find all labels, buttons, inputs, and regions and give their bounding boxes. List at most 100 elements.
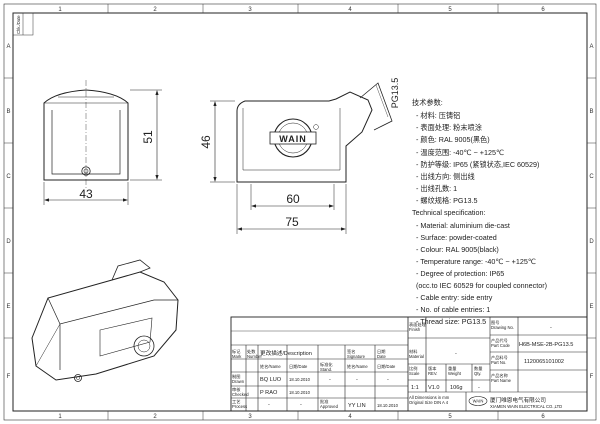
grid-row-f-right: F <box>590 374 594 380</box>
tb-part-no-value: 1120065101002 <box>524 359 564 365</box>
grid-col-5-bottom: 5 <box>448 414 452 420</box>
grid-columns-top: 1 2 3 4 5 6 <box>58 7 545 13</box>
spec-cn-line-2: - 表面处理: 粉末喷涂 <box>416 123 482 132</box>
spec-cn-line-7: - 出线孔数: 1 <box>416 184 457 193</box>
tb-part-code-value: H6B-MSE-2B-PG13.5 <box>519 342 573 348</box>
tb-description-label: 更改描述/Description <box>260 349 312 357</box>
spec-en: Technical specification: - Material: alu… <box>412 208 547 326</box>
tb-name-label-2: 姓名/Name <box>347 363 368 370</box>
grid-row-c: C <box>6 174 11 180</box>
tb-dash-2: - <box>387 377 389 383</box>
iso-body-outline <box>31 271 179 381</box>
tb-dash-1: - <box>356 377 358 383</box>
grid-col-6: 6 <box>541 7 545 13</box>
grid-row-a: A <box>6 44 10 50</box>
grid-columns-bottom: 1 2 3 4 5 6 <box>58 414 545 420</box>
company-name-cn: 厦门唯恩电气有限公司 <box>490 396 546 404</box>
spec-en-line-2: - Surface: powder-coated <box>416 233 497 242</box>
side-outer-width-dim: 75 <box>285 215 299 229</box>
tb-drawn-date: 18.10.2010 <box>289 377 311 382</box>
tb-drawing-no-value: - <box>550 325 552 331</box>
tb-checked-date: 18.10.2010 <box>289 390 311 395</box>
spec-cn-line-4: - 温度范围: -40℃ ~ +125℃ <box>416 148 504 157</box>
side-view-logo: WAIN <box>279 134 307 144</box>
spec-en-line-4: - Temperature range: -40℃ ~ +125℃ <box>416 257 536 266</box>
side-view <box>210 82 393 234</box>
spec-en-line-8: - No. of cable entries: 1 <box>416 305 490 314</box>
tb-rev-value: V1.0 <box>428 385 440 391</box>
grid-col-4-bottom: 4 <box>348 414 352 420</box>
tb-weight-value: 106g <box>450 385 462 391</box>
iso-gland <box>111 259 151 281</box>
grid-col-3: 3 <box>248 7 252 13</box>
spec-en-line-9: - Thread size: PG13.5 <box>416 317 486 326</box>
grid-ticks <box>4 4 596 420</box>
grid-row-e-right: E <box>589 304 593 310</box>
grid-col-4: 4 <box>348 7 352 13</box>
grid-row-a-right: A <box>589 44 593 50</box>
spec-cn-line-6: - 出线方向: 侧出线 <box>416 172 475 181</box>
tb-material-value: - <box>455 351 457 357</box>
company-logo-text: WAIN <box>473 399 484 404</box>
spec-cn: 技术参数: - 材料: 压铸铝 - 表面处理: 粉末喷涂 - 颜色: RAL 9… <box>412 98 539 205</box>
corner-stamp: Chk./Date <box>12 12 34 36</box>
tb-approved-name: YY LIN <box>348 403 366 409</box>
spec-en-line-5: - Degree of protection: IP65 <box>416 269 504 278</box>
side-thread-label: PG13.5 <box>390 78 400 109</box>
front-width-dim: 43 <box>79 187 93 201</box>
tb-stand-value: - <box>329 377 331 383</box>
tb-drawn-name: BQ LUO <box>260 377 282 383</box>
grid-rows: A B C D E F A B C D E F <box>6 44 594 380</box>
corner-stamp-text: Chk./Date <box>16 15 21 34</box>
side-view-outline <box>236 91 373 183</box>
tb-date-label-2: 日期/Date <box>289 364 308 370</box>
iso-screw <box>74 374 82 382</box>
front-view <box>43 80 162 205</box>
grid-col-2-bottom: 2 <box>153 414 157 420</box>
grid-row-d: D <box>6 239 11 245</box>
grid-row-c-right: C <box>589 174 594 180</box>
tb-scale-value: 1:1 <box>411 385 419 391</box>
company-name-en: XIAMEN WAIN ELECTRICAL CO.,LTD <box>490 404 562 409</box>
grid-row-b-right: B <box>589 109 593 115</box>
tb-process-date: - <box>300 402 302 408</box>
grid-col-3-bottom: 3 <box>248 414 252 420</box>
tb-name-label: 姓名/Name <box>260 363 281 370</box>
grid-row-b: B <box>6 109 10 115</box>
front-height-dim: 51 <box>141 130 155 144</box>
company-logo: WAIN <box>468 396 488 406</box>
spec-en-line-1: - Material: aluminium die-cast <box>416 221 510 230</box>
grid-row-d-right: D <box>589 239 594 245</box>
spec-en-line-7: - Cable entry: side entry <box>416 293 493 302</box>
grid-col-6-bottom: 6 <box>541 414 545 420</box>
side-view-thread <box>359 82 393 131</box>
spec-en-title: Technical specification: <box>412 208 486 217</box>
iso-logo-ring <box>133 335 155 357</box>
outer-frame <box>3 3 597 421</box>
front-view-inner <box>51 110 121 175</box>
side-inner-width-dim: 60 <box>286 192 300 206</box>
grid-row-f: F <box>7 374 11 380</box>
grid-col-5: 5 <box>448 7 452 13</box>
tb-date-label-3: 日期/Date <box>377 364 396 370</box>
grid-col-2: 2 <box>153 7 157 13</box>
front-view-screw-hole <box>81 166 91 176</box>
spec-cn-line-1: - 材料: 压铸铝 <box>416 111 460 120</box>
